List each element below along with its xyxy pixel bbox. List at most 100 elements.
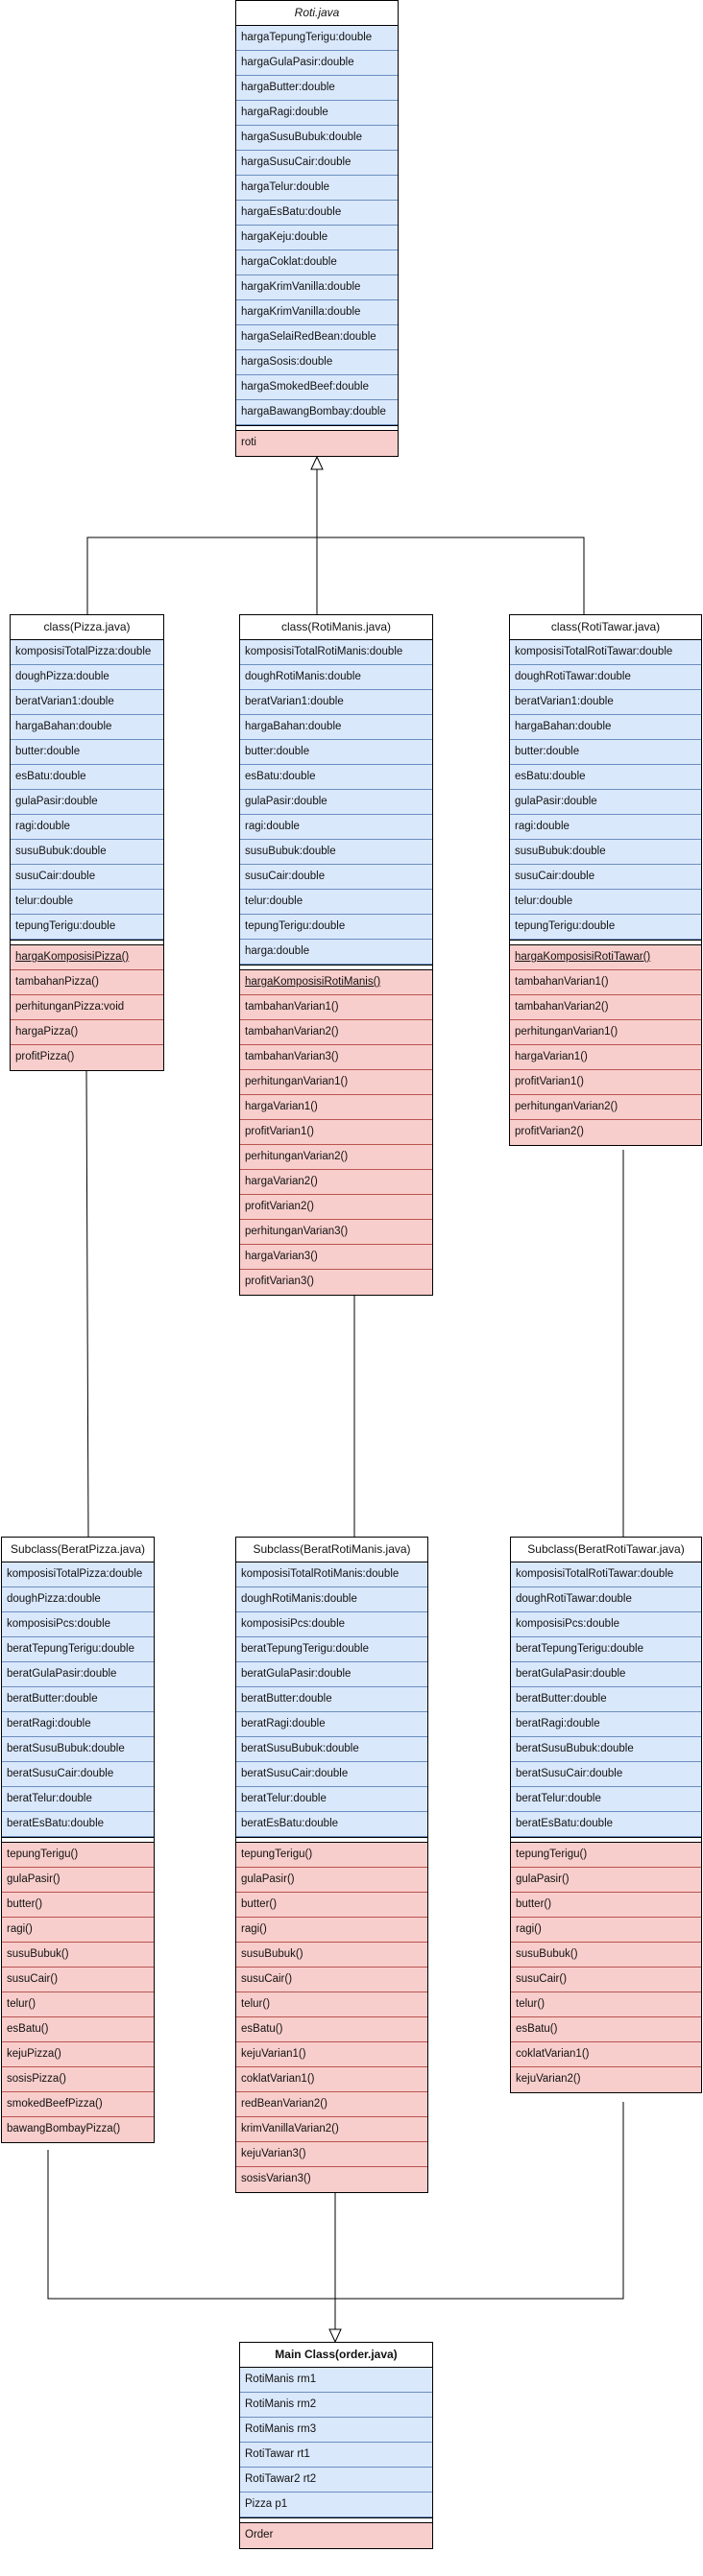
attribute-row: hargaButter:double [236,76,398,101]
attribute-row: Pizza p1 [240,2493,432,2517]
method-row: hargaVarian1() [240,1095,432,1120]
attribute-row: telur:double [240,890,432,915]
attribute-row: beratButter:double [511,1687,701,1712]
attribute-row: hargaBahan:double [11,715,163,740]
class-box-beratrotitawar[interactable]: Subclass(BeratRotiTawar.java)komposisiTo… [510,1537,702,2093]
method-row: butter() [511,1893,701,1918]
attribute-row: hargaSusuBubuk:double [236,126,398,151]
attribute-row: beratSusuCair:double [511,1762,701,1787]
attribute-row: esBatu:double [240,765,432,790]
attribute-row: harga:double [240,940,432,965]
method-row: susuBubuk() [511,1943,701,1968]
attribute-row: beratSusuCair:double [2,1762,154,1787]
class-title: Subclass(BeratRotiManis.java) [236,1538,427,1562]
attribute-row: hargaBawangBombay:double [236,400,398,425]
class-title: class(Pizza.java) [11,615,163,640]
link-beratrotitawar-main [335,2102,624,2300]
attribute-row: telur:double [510,890,701,915]
attribute-row: doughPizza:double [11,665,163,690]
method-row: ragi() [236,1918,427,1943]
method-row: gulaPasir() [511,1868,701,1893]
methods-compartment: roti [236,431,398,456]
attribute-row: susuCair:double [510,865,701,890]
attribute-row: komposisiTotalRotiTawar:double [510,640,701,665]
attribute-row: telur:double [11,890,163,915]
attribute-row: RotiManis rm2 [240,2393,432,2418]
class-box-pizza[interactable]: class(Pizza.java)komposisiTotalPizza:dou… [10,614,164,1071]
method-row: esBatu() [2,2017,154,2042]
method-row: kejuVarian1() [236,2042,427,2067]
method-row: perhitunganVarian2() [510,1095,701,1120]
attribute-row: RotiManis rm3 [240,2418,432,2443]
attribute-row: RotiTawar2 rt2 [240,2468,432,2493]
method-row: esBatu() [511,2017,701,2042]
method-row: perhitunganVarian2() [240,1145,432,1170]
method-row: perhitunganPizza:void [11,995,163,1020]
attribute-row: susuCair:double [11,865,163,890]
method-row: hargaVarian3() [240,1245,432,1270]
attribute-row: ragi:double [11,815,163,840]
method-row: butter() [2,1893,154,1918]
attribute-row: gulaPasir:double [11,790,163,815]
class-box-rotimanis[interactable]: class(RotiManis.java)komposisiTotalRotiM… [239,614,433,1296]
attribute-row: hargaGulaPasir:double [236,51,398,76]
method-row: tepungTerigu() [2,1843,154,1868]
attribute-row: susuBubuk:double [240,840,432,865]
method-row: telur() [2,1992,154,2017]
attribute-row: doughRotiTawar:double [511,1587,701,1612]
attribute-row: doughPizza:double [2,1587,154,1612]
class-title: Subclass(BeratPizza.java) [2,1538,154,1562]
method-row: perhitunganVarian3() [240,1220,432,1245]
attribute-row: beratTelur:double [2,1787,154,1812]
method-row: susuCair() [236,1968,427,1992]
method-row: profitVarian3() [240,1270,432,1295]
attribute-row: beratRagi:double [2,1712,154,1737]
attribute-row: hargaBahan:double [510,715,701,740]
method-row: susuBubuk() [2,1943,154,1968]
attribute-row: gulaPasir:double [240,790,432,815]
attribute-row: komposisiPcs:double [236,1612,427,1637]
attribute-row: komposisiTotalRotiTawar:double [511,1562,701,1587]
method-row: sosisPizza() [2,2067,154,2092]
class-box-rotitawar[interactable]: class(RotiTawar.java)komposisiTotalRotiT… [509,614,702,1146]
attribute-row: beratGulaPasir:double [236,1662,427,1687]
attribute-row: beratTelur:double [511,1787,701,1812]
class-box-beratpizza[interactable]: Subclass(BeratPizza.java)komposisiTotalP… [1,1537,155,2143]
inheritance-line-rotitawar [317,537,585,614]
method-row: hargaKomposisiPizza() [11,945,163,970]
method-row: tambahanVarian1() [510,970,701,995]
method-row: tambahanPizza() [11,970,163,995]
attribute-row: hargaSelaiRedBean:double [236,325,398,350]
class-box-beratrotimanis[interactable]: Subclass(BeratRotiManis.java)komposisiTo… [235,1537,428,2193]
method-row: kejuVarian3() [236,2142,427,2167]
method-row: profitVarian1() [510,1070,701,1095]
method-row: gulaPasir() [2,1868,154,1893]
compartment-divider [11,940,163,945]
method-row: tambahanVarian3() [240,1045,432,1070]
attribute-row: RotiTawar rt1 [240,2443,432,2468]
attribute-row: beratEsBatu:double [2,1812,154,1837]
attribute-row: komposisiTotalRotiManis:double [236,1562,427,1587]
method-row: hargaVarian2() [240,1170,432,1195]
attribute-row: komposisiTotalRotiManis:double [240,640,432,665]
attribute-row: komposisiPcs:double [511,1612,701,1637]
attribute-row: hargaSmokedBeef:double [236,375,398,400]
attribute-row: tepungTerigu:double [510,915,701,940]
class-title: Subclass(BeratRotiTawar.java) [511,1538,701,1562]
attribute-row: hargaTepungTerigu:double [236,26,398,51]
class-title: Main Class(order.java) [240,2343,432,2368]
class-title: Roti.java [236,1,398,26]
method-row: tambahanVarian2() [240,1020,432,1045]
compartment-divider [240,2517,432,2523]
compartment-divider [2,1837,154,1843]
main-arrowhead [328,2328,342,2344]
attribute-row: hargaKeju:double [236,226,398,250]
attribute-row: beratSusuBubuk:double [236,1737,427,1762]
method-row: hargaKomposisiRotiManis() [240,970,432,995]
method-row: tepungTerigu() [511,1843,701,1868]
attribute-row: gulaPasir:double [510,790,701,815]
methods-compartment: hargaKomposisiRotiTawar()tambahanVarian1… [510,945,701,1145]
